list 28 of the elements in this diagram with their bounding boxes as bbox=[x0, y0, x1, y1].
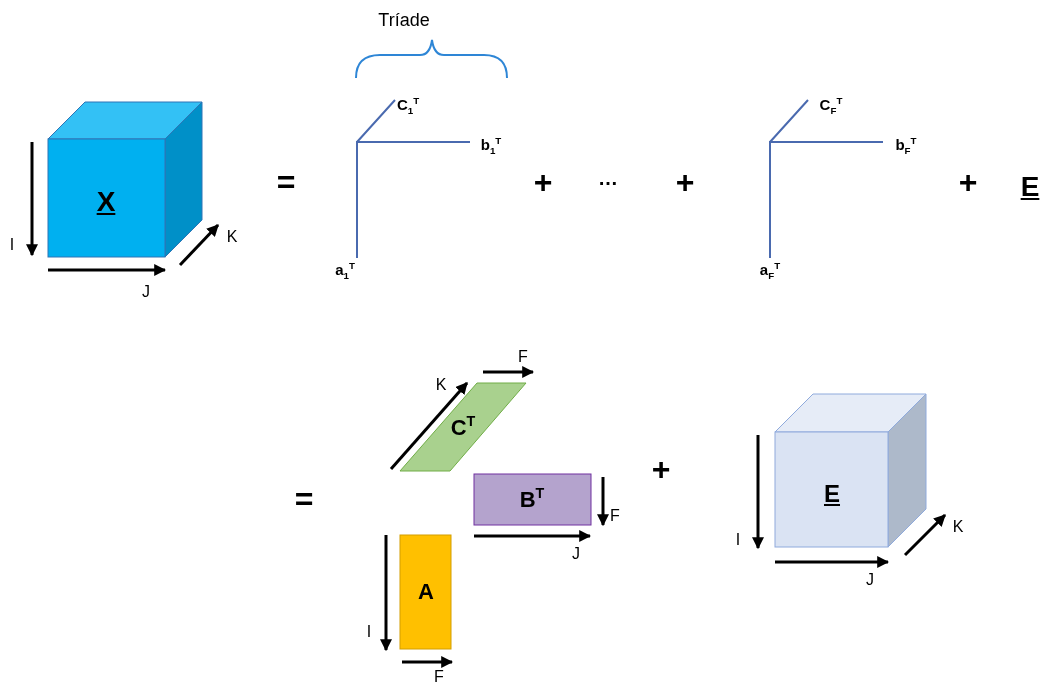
plus-sign: + bbox=[651, 450, 671, 488]
plus-sign: + bbox=[533, 163, 553, 201]
tensor-symbol: B$^{T}$ bbox=[519, 485, 545, 513]
tensor-symbol: A bbox=[418, 579, 434, 605]
dimension-label: F bbox=[610, 507, 620, 525]
dimension-label: J bbox=[866, 571, 874, 589]
dimension-label: K bbox=[952, 518, 964, 536]
tensor-symbol: E bbox=[824, 480, 840, 508]
brace-label: Tríade bbox=[378, 9, 430, 31]
dimension-label: J bbox=[142, 283, 150, 301]
dimension-label: I bbox=[9, 236, 15, 254]
equals-sign: = bbox=[276, 163, 296, 201]
dimension-label: J bbox=[572, 545, 580, 563]
ellipsis: … bbox=[598, 166, 618, 190]
tensor-symbol: C$^{T}$ bbox=[450, 413, 476, 441]
dimension-label: F bbox=[518, 348, 528, 366]
plus-sign: + bbox=[958, 163, 978, 201]
matrix-rectangle bbox=[474, 474, 591, 525]
dimension-label: K bbox=[435, 376, 447, 394]
dimension-label: F bbox=[434, 668, 444, 686]
plus-sign: + bbox=[675, 163, 695, 201]
dimension-label: I bbox=[735, 531, 741, 549]
tensor-symbol: E bbox=[1020, 171, 1040, 203]
matrix-rectangle bbox=[400, 535, 451, 649]
dimension-label: K bbox=[226, 228, 238, 246]
equals-sign: = bbox=[294, 480, 314, 518]
tensor-symbol: X bbox=[96, 186, 116, 218]
dimension-label: I bbox=[366, 623, 372, 641]
